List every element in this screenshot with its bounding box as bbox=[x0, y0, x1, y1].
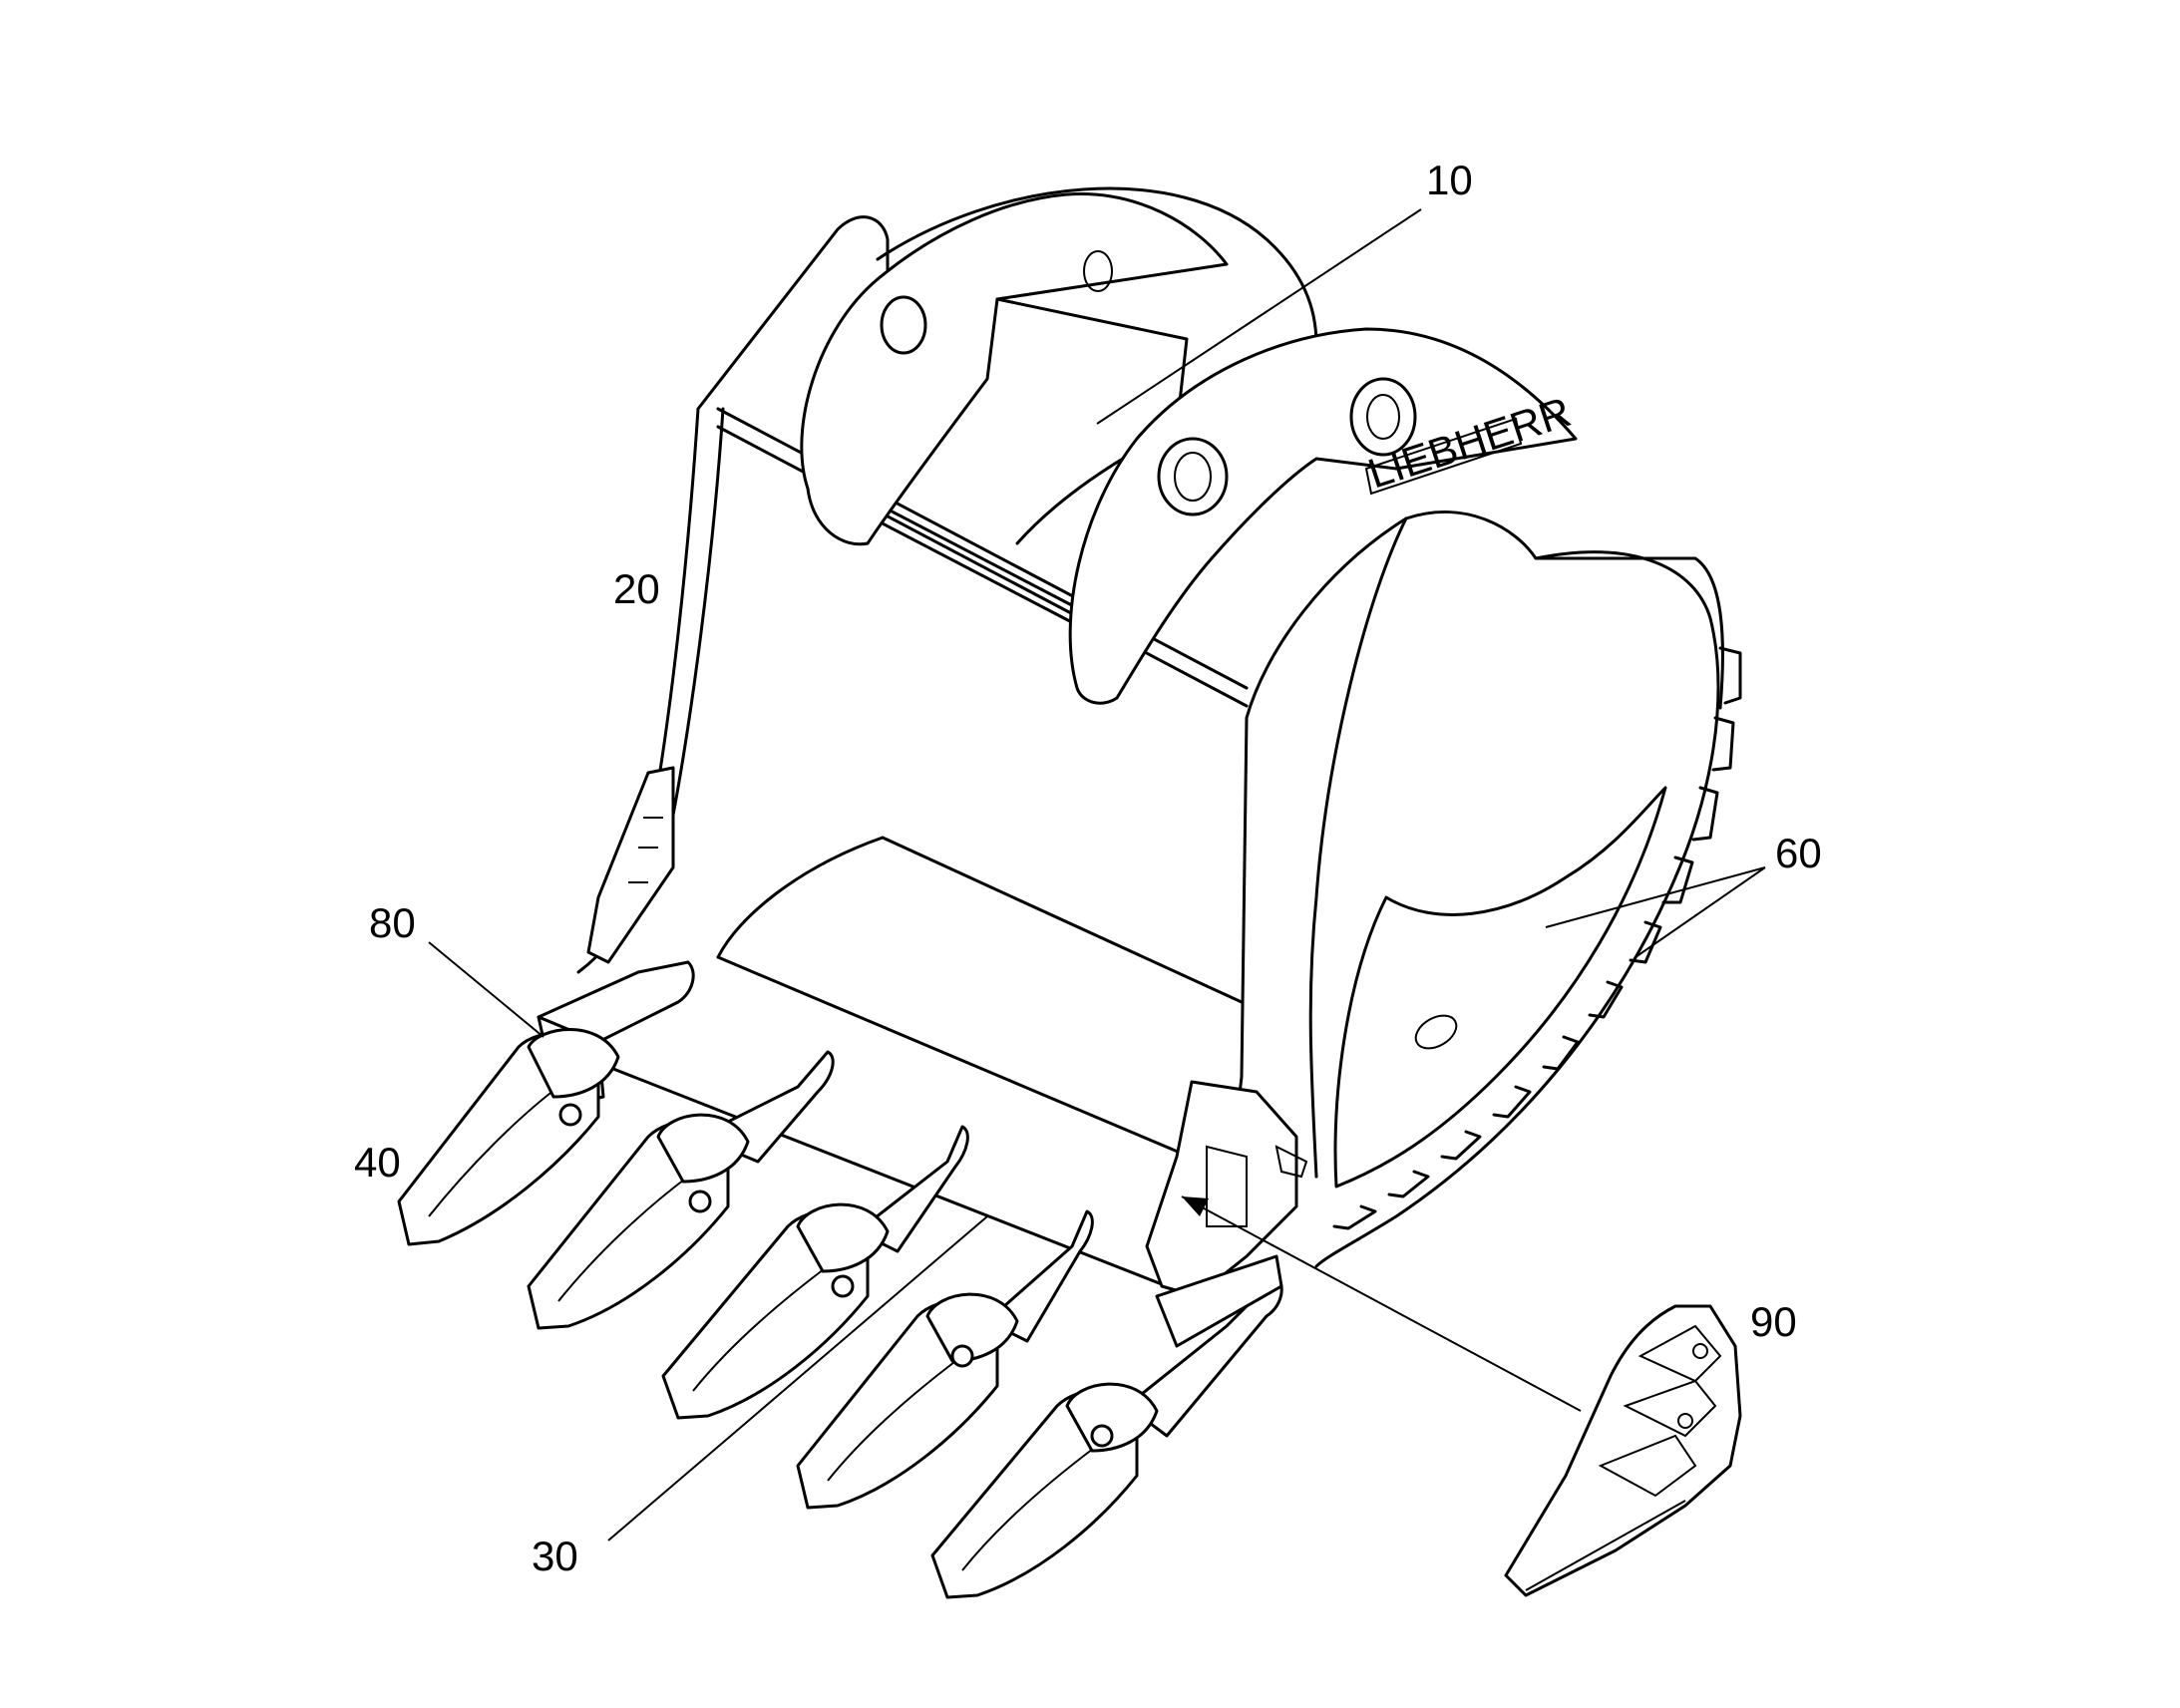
leader-lines bbox=[428, 208, 1766, 1541]
left-edge-guard bbox=[586, 766, 675, 964]
tooth-3 bbox=[661, 1125, 969, 1420]
tooth-1 bbox=[397, 960, 695, 1246]
wear-plate bbox=[1333, 786, 1667, 1189]
mounting-lug-right bbox=[1068, 327, 1578, 705]
mounting-lug-left bbox=[800, 192, 1229, 546]
label-80: 80 bbox=[369, 899, 416, 946]
tooth-4 bbox=[796, 1209, 1094, 1510]
label-10: 10 bbox=[1426, 157, 1473, 203]
side-segments bbox=[1332, 646, 1742, 1230]
reference-numerals: 10 20 30 40 60 80 90 bbox=[354, 157, 1822, 1579]
tooth-5 bbox=[930, 1274, 1283, 1599]
label-40: 40 bbox=[354, 1139, 401, 1186]
label-60: 60 bbox=[1775, 830, 1822, 876]
teeth-row bbox=[397, 960, 1283, 1599]
tooth-2 bbox=[527, 1050, 835, 1330]
bucket-body: LIEBHERR bbox=[576, 186, 1742, 1288]
side-protector-part bbox=[1504, 1304, 1742, 1597]
right-side-plate bbox=[1245, 511, 1724, 720]
label-90: 90 bbox=[1750, 1298, 1797, 1345]
corner-adapter bbox=[1145, 1080, 1308, 1348]
label-30: 30 bbox=[532, 1533, 578, 1579]
label-20: 20 bbox=[613, 565, 660, 612]
